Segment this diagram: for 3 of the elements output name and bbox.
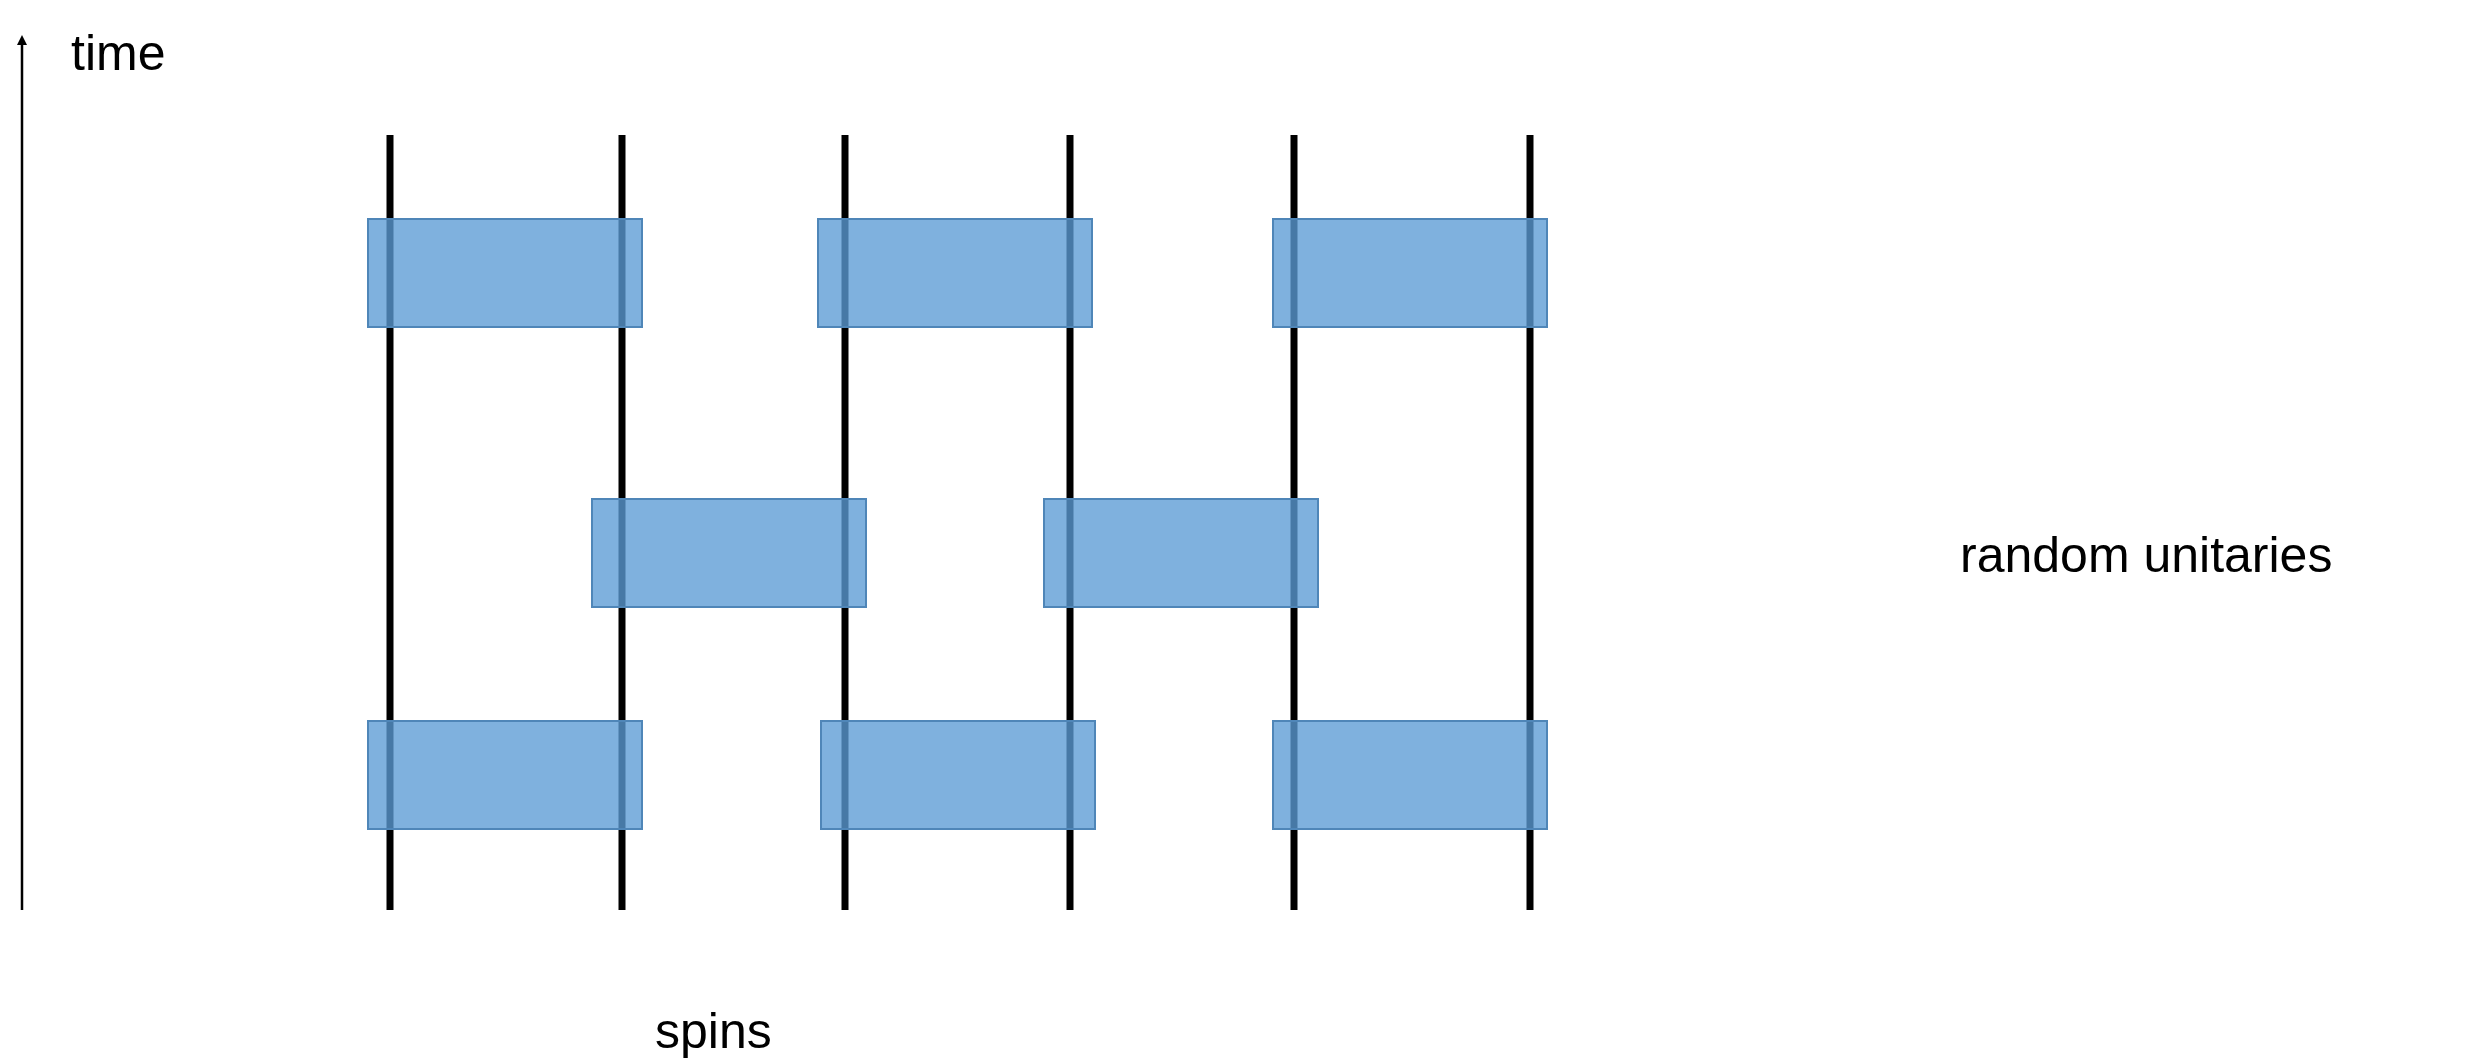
axis-label: time [71,28,166,78]
annotation-label: random unitaries [1960,530,2333,580]
axis-label: spins [655,1006,772,1056]
